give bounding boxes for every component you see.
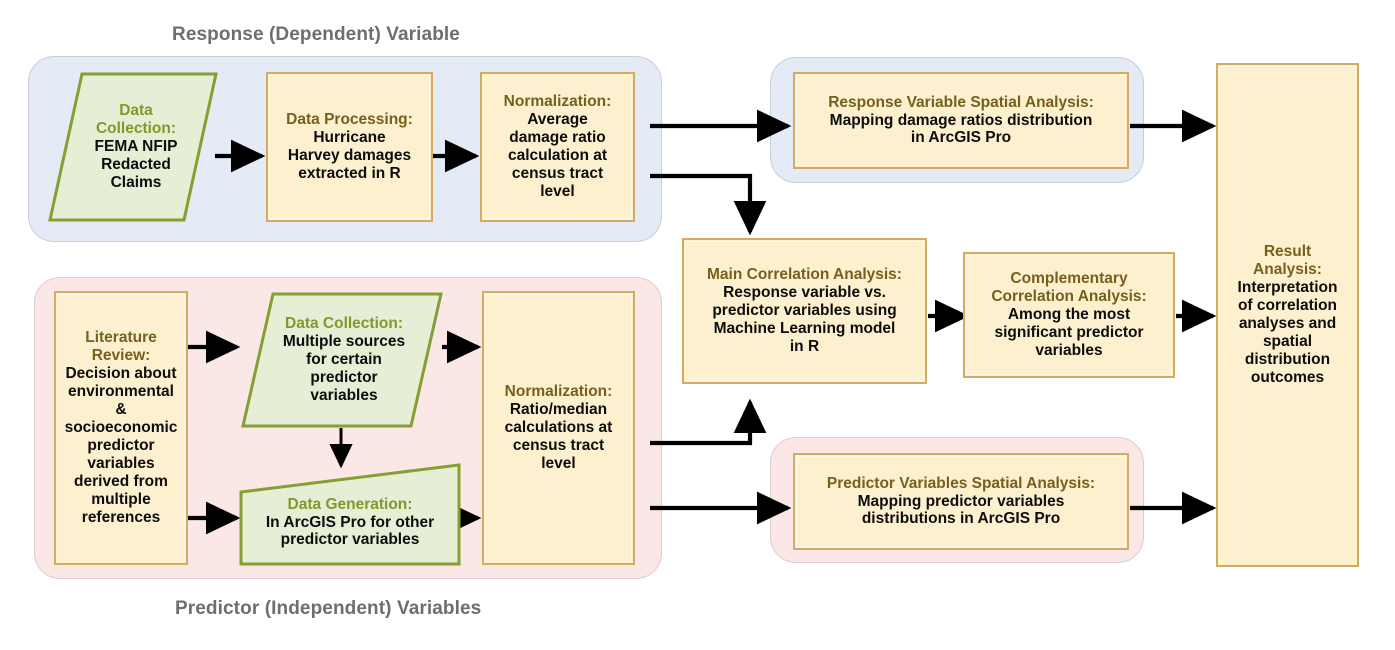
node-body-line1: Mapping predictor variables <box>857 492 1065 510</box>
node-data-collection-response[interactable]: Data Collection: FEMA NFIP Redacted Clai… <box>48 72 218 222</box>
node-body-line3: Machine Learning model <box>713 319 896 337</box>
node-header-line2: Review: <box>91 347 151 365</box>
node-body-line1: Interpretation <box>1237 279 1338 297</box>
node-body-line2: Harvey damages <box>287 147 412 164</box>
node-response-spatial-analysis[interactable]: Response Variable Spatial Analysis: Mapp… <box>793 72 1129 169</box>
node-body-line3: Claims <box>110 173 162 191</box>
node-header: Predictor Variables Spatial Analysis: <box>826 474 1096 492</box>
node-result-analysis[interactable]: Result Analysis: Interpretation of corre… <box>1216 63 1359 567</box>
parallelogram-shape <box>48 72 218 222</box>
node-body-line3: predictor <box>310 368 378 386</box>
node-header: Main Correlation Analysis: <box>707 266 902 284</box>
node-body-line7: derived from <box>74 472 168 490</box>
node-header: Response Variable Spatial Analysis: <box>828 93 1094 111</box>
node-body-line1: Response variable vs. <box>723 284 886 302</box>
node-body-line2: Redacted <box>101 155 171 173</box>
node-data-collection-predictor[interactable]: Data Collection: Multiple sources for ce… <box>241 292 443 428</box>
node-body-line3: extracted in R <box>298 164 401 182</box>
node-body-line4: in R <box>789 337 820 355</box>
label-predictor-variables: Predictor (Independent) Variables <box>175 598 482 619</box>
node-body-line2: distributions in ArcGIS Pro <box>861 510 1061 528</box>
node-header: Complementary <box>1010 270 1128 288</box>
node-body-line1: Ratio/median <box>509 401 608 419</box>
node-header-line2: Correlation Analysis: <box>991 288 1147 306</box>
node-body-line3: calculation at <box>507 147 608 164</box>
node-body-line4: spatial <box>1262 332 1313 350</box>
node-body-line9: references <box>81 508 161 526</box>
node-body-line1: In ArcGIS Pro for other <box>265 513 435 531</box>
node-body-line1: FEMA NFIP <box>94 138 178 156</box>
node-body-line6: outcomes <box>1250 368 1325 386</box>
node-body-line4: level <box>541 454 576 472</box>
node-header: Normalization: <box>504 383 613 401</box>
label-response-variable: Response (Dependent) Variable <box>172 24 460 45</box>
node-body-line1: Decision about <box>65 365 177 383</box>
node-body-line5: distribution <box>1244 350 1331 368</box>
node-body-line2: in ArcGIS Pro <box>910 129 1012 147</box>
node-body-line3: variables <box>1035 341 1103 359</box>
node-body-line5: predictor <box>87 436 155 454</box>
node-header: Result <box>1263 243 1312 261</box>
node-body-line3: & <box>115 401 127 419</box>
node-normalization-predictor[interactable]: Normalization: Ratio/median calculations… <box>482 291 635 565</box>
parallelogram-shape <box>241 292 443 428</box>
node-body-line2: predictor variables <box>280 531 420 549</box>
node-body-line4: census tract <box>511 164 604 182</box>
node-predictor-spatial-analysis[interactable]: Predictor Variables Spatial Analysis: Ma… <box>793 453 1129 550</box>
node-body-line1: Mapping damage ratios distribution <box>829 111 1093 129</box>
node-body-line2: significant predictor <box>994 323 1144 341</box>
node-main-correlation-analysis[interactable]: Main Correlation Analysis: Response vari… <box>682 238 927 384</box>
node-normalization-response[interactable]: Normalization: Average damage ratio calc… <box>480 72 635 222</box>
node-header: Data Generation: <box>287 495 413 513</box>
node-body-line3: analyses and <box>1238 315 1337 332</box>
trapezoid-shape <box>239 463 461 566</box>
node-header: Data Collection: <box>285 315 403 333</box>
node-body-line5: level <box>540 182 575 200</box>
node-data-processing[interactable]: Data Processing: Hurricane Harvey damage… <box>266 72 433 222</box>
node-body-line3: census tract <box>512 436 605 454</box>
node-body-line2: predictor variables using <box>712 302 897 320</box>
node-header: Normalization: <box>503 93 612 111</box>
node-header-line2: Collection: <box>95 120 177 138</box>
node-body-line2: of correlation <box>1237 297 1338 315</box>
node-literature-review[interactable]: Literature Review: Decision about enviro… <box>54 291 188 565</box>
node-body-line2: for certain <box>306 351 382 369</box>
node-body-line4: socioeconomic <box>64 419 178 437</box>
node-header: Data Processing: <box>286 111 413 129</box>
node-body-line1: Average <box>527 111 588 129</box>
node-header-line2: Analysis: <box>1253 261 1322 279</box>
node-body-line2: calculations at <box>504 419 613 437</box>
node-body-line1: Multiple sources <box>282 333 406 351</box>
node-body-line2: damage ratio <box>509 129 606 147</box>
node-body-line2: environmental <box>68 383 174 401</box>
node-body-line4: variables <box>310 386 378 404</box>
node-body-line6: variables <box>87 454 155 472</box>
node-header: Data <box>119 102 153 120</box>
node-data-generation[interactable]: Data Generation: In ArcGIS Pro for other… <box>239 463 461 566</box>
node-body-line1: Hurricane <box>313 129 386 147</box>
node-body-line1: Among the most <box>1007 306 1131 324</box>
node-body-line8: multiple <box>91 490 151 508</box>
node-complementary-correlation-analysis[interactable]: Complementary Correlation Analysis: Amon… <box>963 252 1175 378</box>
node-header: Literature <box>85 329 157 347</box>
